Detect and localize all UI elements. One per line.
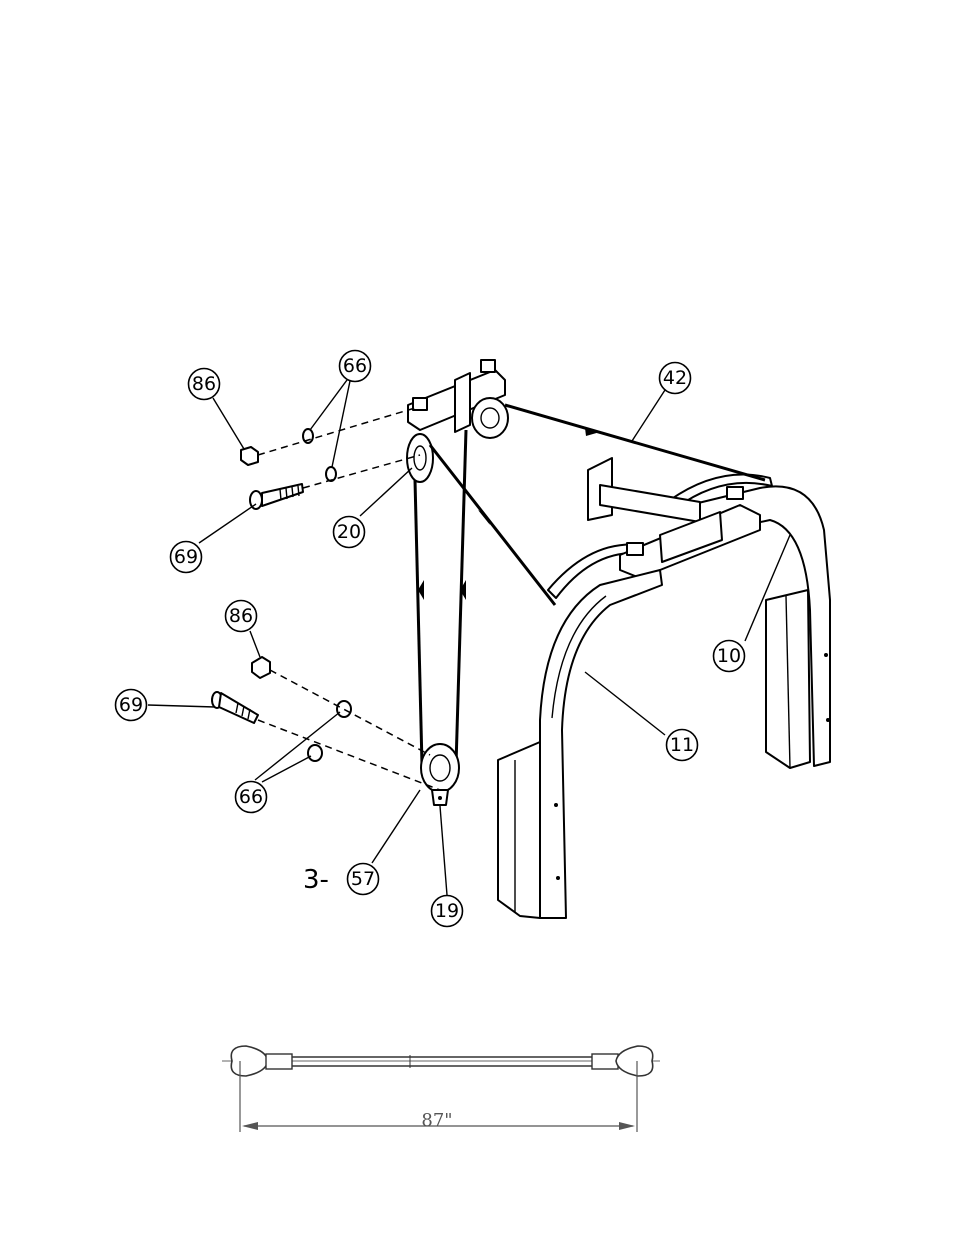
- svg-text:19: 19: [435, 900, 459, 922]
- svg-text:66: 66: [239, 786, 263, 808]
- callout-10: 10: [714, 641, 745, 672]
- callout-69-upper: 69: [171, 542, 202, 573]
- callout-11: 11: [667, 730, 698, 761]
- cable-runs: [415, 405, 765, 765]
- svg-text:69: 69: [119, 694, 143, 716]
- svg-text:42: 42: [663, 367, 687, 389]
- svg-text:11: 11: [670, 734, 694, 756]
- top-pulley-bracket: [407, 360, 508, 482]
- upper-hardware: [241, 408, 420, 509]
- quantity-prefix: 3-: [303, 865, 329, 895]
- callout-66-lower: 66: [236, 782, 267, 813]
- callout-20: 20: [334, 517, 365, 548]
- callout-42: 42: [660, 363, 691, 394]
- callout-69-lower: 69: [116, 690, 147, 721]
- floating-pulley-19: [421, 744, 459, 805]
- svg-text:20: 20: [337, 521, 361, 543]
- svg-text:10: 10: [717, 645, 741, 667]
- svg-text:86: 86: [192, 373, 216, 395]
- cable-assembly-detail: 87": [222, 1046, 660, 1132]
- frame-arm-11: [498, 570, 662, 918]
- callout-66-upper: 66: [340, 351, 371, 382]
- svg-text:57: 57: [351, 868, 375, 890]
- callout-86-upper: 86: [189, 369, 220, 400]
- callout-19: 19: [432, 896, 463, 927]
- svg-text:66: 66: [343, 355, 367, 377]
- callout-86-lower: 86: [226, 601, 257, 632]
- cable-length-label: 87": [421, 1110, 452, 1131]
- callout-57: 3- 57: [303, 864, 379, 896]
- svg-text:69: 69: [174, 546, 198, 568]
- svg-text:86: 86: [229, 605, 253, 627]
